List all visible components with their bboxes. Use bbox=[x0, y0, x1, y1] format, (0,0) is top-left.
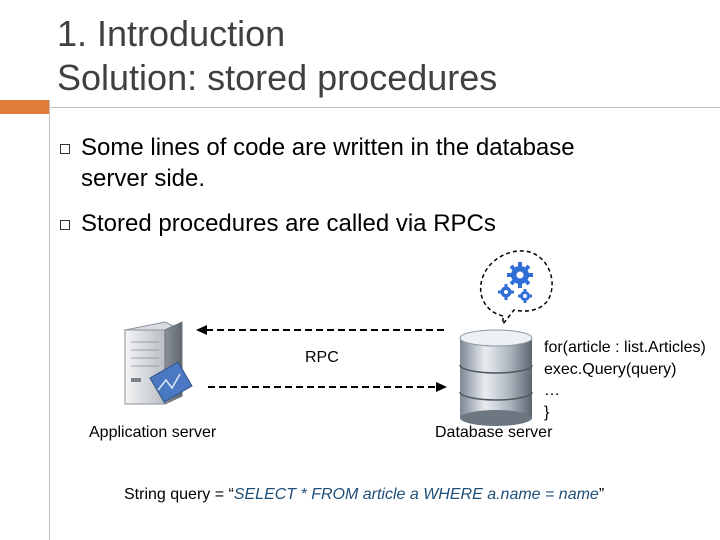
rpc-label: RPC bbox=[305, 349, 339, 366]
query-prefix: String query = “ bbox=[124, 486, 234, 503]
code-line: exec.Query(query) bbox=[544, 360, 677, 378]
slide-title: 1. Introduction Solution: stored procedu… bbox=[57, 12, 497, 100]
title-divider bbox=[50, 107, 720, 108]
application-server-label: Application server bbox=[89, 424, 217, 441]
code-line: } bbox=[544, 403, 550, 421]
code-line: for(article : list.Articles) bbox=[544, 339, 706, 356]
title-line-2: Solution: stored procedures bbox=[57, 57, 498, 98]
code-line: … bbox=[544, 382, 560, 399]
bullet-icon bbox=[60, 144, 70, 154]
query-sql: SELECT * FROM article a WHERE a.name = n… bbox=[233, 486, 599, 503]
stored-procedure-code: for(article : list.Articles) exec.Query(… bbox=[544, 337, 706, 423]
title-accent-bar bbox=[0, 100, 50, 114]
query-string: String query = “SELECT * FROM article a … bbox=[124, 486, 604, 504]
database-icon bbox=[459, 329, 533, 426]
title-line-1: 1. Introduction bbox=[57, 13, 286, 54]
database-server-label: Database server bbox=[435, 424, 553, 441]
bullet-1-line-1: Some lines of code are written in the da… bbox=[81, 134, 575, 161]
application-server-icon bbox=[123, 321, 193, 405]
query-suffix: ” bbox=[598, 486, 605, 503]
thought-bubble bbox=[479, 250, 553, 327]
bullet-2-text: Stored procedures are called via RPCs bbox=[81, 210, 496, 237]
rpc-arrow-to-app bbox=[196, 325, 444, 335]
bullet-1-line-2: server side. bbox=[81, 165, 206, 192]
left-vertical-rule bbox=[49, 100, 50, 540]
gears-icon bbox=[498, 262, 533, 303]
bullet-icon bbox=[60, 220, 70, 230]
rpc-arrow-to-db bbox=[208, 382, 447, 392]
